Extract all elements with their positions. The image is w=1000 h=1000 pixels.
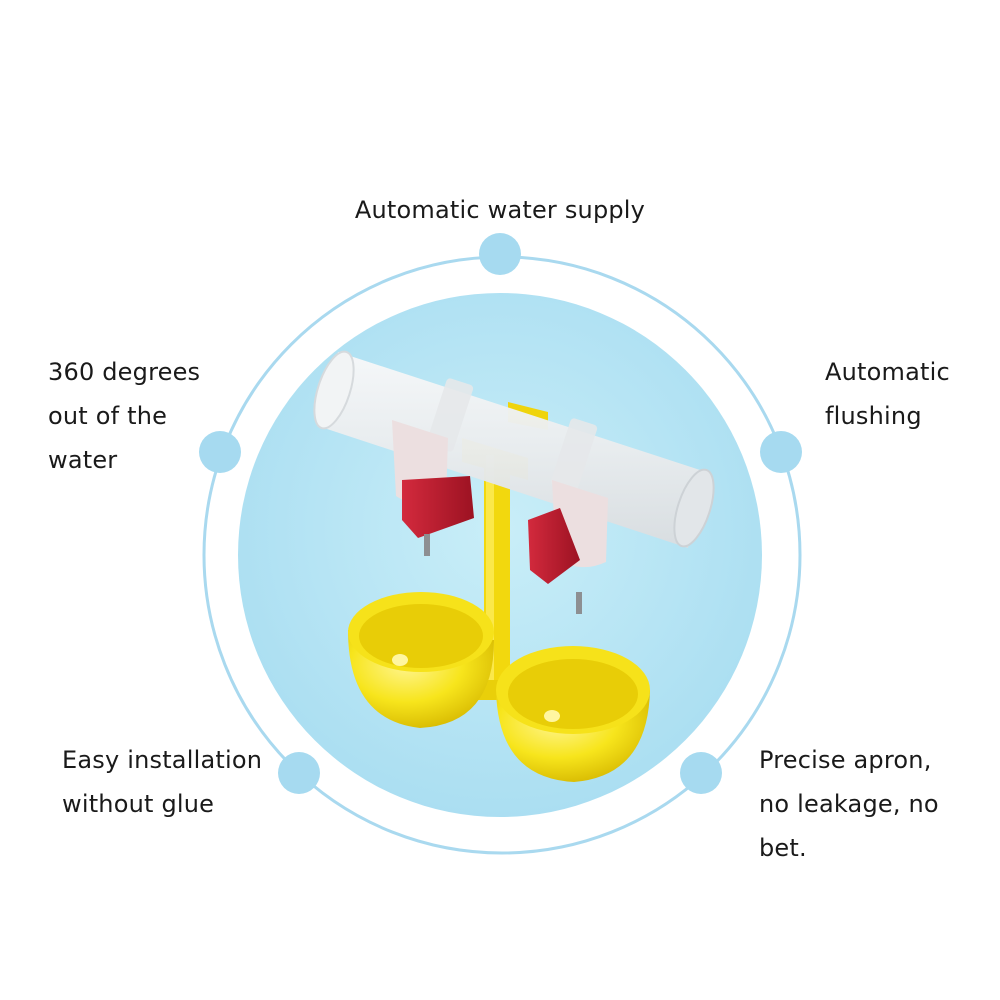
feature-easy-installation: Easy installation without glue — [62, 746, 263, 818]
yellow-cup-icon — [348, 592, 650, 782]
connector-dot-right-top — [760, 431, 802, 473]
red-clip-icon — [402, 476, 582, 614]
connector-dot-top — [479, 233, 521, 275]
feature-automatic-flushing: Automatic flushing — [825, 358, 950, 430]
feature-precise-apron: Precise apron, no leakage, no bet. — [759, 746, 939, 862]
feature-automatic-water-supply: Automatic water supply — [354, 196, 646, 224]
connector-dot-right-bottom — [680, 752, 722, 794]
waterer-product-icon — [313, 350, 715, 782]
connector-dot-left-top — [199, 431, 241, 473]
connector-dot-left-bottom — [278, 752, 320, 794]
feature-360-degrees: 360 degrees out of the water — [48, 358, 201, 474]
